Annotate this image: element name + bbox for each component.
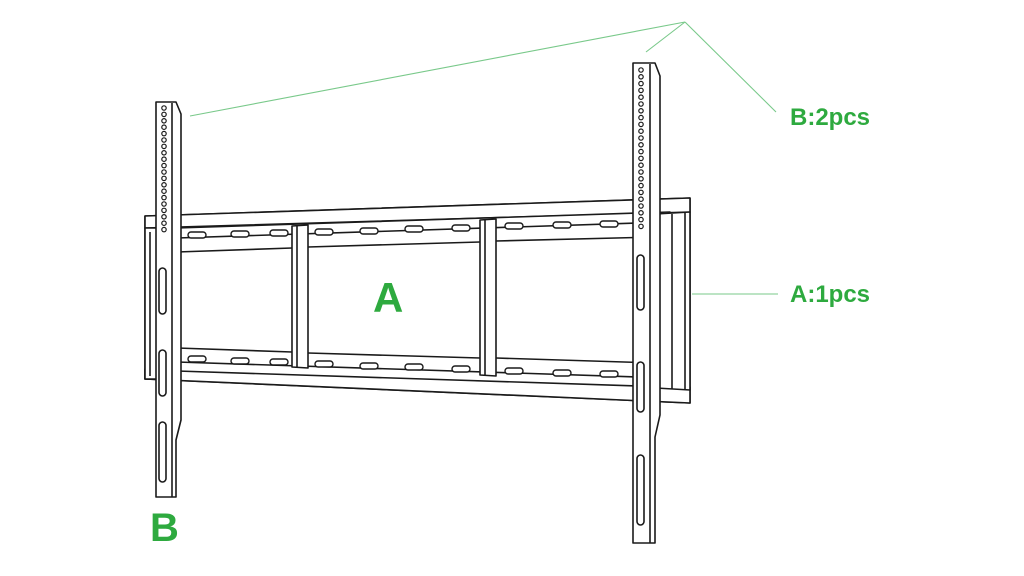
mounting-hole xyxy=(161,188,167,195)
frame-divider-right xyxy=(479,218,497,377)
mounting-hole xyxy=(638,142,644,148)
mounting-hole xyxy=(638,74,644,80)
mounting-hole xyxy=(161,150,167,156)
frame-top-slots xyxy=(187,220,619,239)
mounting-hole xyxy=(638,169,644,175)
mounting-hole xyxy=(638,162,644,169)
leader-right-arm xyxy=(645,21,686,53)
mounting-hole xyxy=(161,220,167,227)
arm-quantity-callout: B:2pcs xyxy=(790,104,871,131)
mounting-hole xyxy=(161,169,167,175)
mounting-hole xyxy=(161,201,167,207)
mounting-hole xyxy=(638,135,644,141)
frame-bottom-slots xyxy=(187,355,619,378)
mounting-hole xyxy=(161,124,167,131)
mounting-hole xyxy=(161,143,167,150)
mounting-hole xyxy=(161,207,167,214)
mounting-hole xyxy=(638,155,644,162)
frame-divider-left xyxy=(291,224,309,369)
mounting-hole xyxy=(638,67,644,73)
left-arm-holes xyxy=(161,105,167,233)
mounting-hole xyxy=(161,130,167,137)
mounting-hole xyxy=(161,156,167,163)
mounting-hole xyxy=(638,121,644,128)
mounting-hole xyxy=(638,182,644,189)
leader-lines xyxy=(189,21,778,295)
mounting-hole xyxy=(161,105,167,111)
mounting-hole xyxy=(638,223,644,230)
mounting-hole xyxy=(638,148,644,155)
mounting-hole xyxy=(638,114,644,121)
mounting-hole xyxy=(638,108,644,114)
right-arm-bracket xyxy=(632,62,661,544)
mounting-hole xyxy=(161,111,167,118)
mounting-hole xyxy=(638,203,644,209)
mounting-hole xyxy=(638,196,644,203)
leader-arm-callout xyxy=(684,21,777,113)
left-arm-bracket xyxy=(155,101,182,498)
arm-letter-label: B xyxy=(150,506,179,550)
mounting-hole xyxy=(161,162,167,169)
mounting-hole xyxy=(638,94,644,101)
right-arm-holes xyxy=(638,67,644,230)
mounting-hole xyxy=(638,128,644,135)
mounting-hole xyxy=(161,182,167,188)
mounting-hole xyxy=(161,226,167,233)
mounting-hole xyxy=(161,118,167,124)
mounting-hole xyxy=(161,137,167,143)
mounting-hole xyxy=(638,210,644,216)
mounting-hole xyxy=(161,194,167,201)
mounting-hole xyxy=(161,175,167,182)
mounting-hole xyxy=(638,216,644,223)
leader-left-arm xyxy=(189,21,686,117)
mounting-hole xyxy=(638,101,644,107)
mounting-hole xyxy=(638,189,644,196)
mounting-hole xyxy=(638,80,644,87)
mounting-hole xyxy=(638,176,644,182)
frame-letter-label: A xyxy=(373,274,404,321)
mounting-hole xyxy=(638,87,644,94)
frame-quantity-callout: A:1pcs xyxy=(790,281,871,308)
mounting-hole xyxy=(161,214,167,220)
